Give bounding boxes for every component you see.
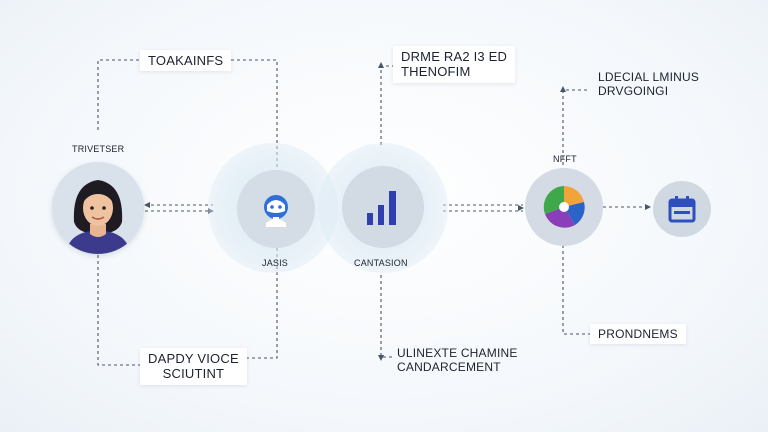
calendar-icon [668, 196, 696, 223]
connector-bottom-left [97, 255, 140, 366]
label-top-center: DRME RA2 I3 ED THENOFIM [393, 46, 516, 83]
label-top-right-line1: LDECIAL LMINUS [598, 70, 700, 84]
nfft-node[interactable] [525, 168, 603, 246]
label-bottom-right: PRONDNEMS [590, 324, 686, 345]
label-bottom-center-line1: ULINEXTE CHAMINE [397, 346, 518, 360]
connector-top-center [380, 65, 393, 145]
label-bottom-center: ULINEXTE CHAMINE CANDARCEMENT [397, 346, 518, 374]
connector-bottom-right [562, 245, 590, 335]
bar-chart-icon [367, 191, 396, 225]
nfft-caption: NFFT [553, 154, 577, 164]
label-bottom-left: DAPDY VIOCE SCIUTINT [140, 348, 247, 385]
person-avatar-icon [52, 162, 144, 254]
label-bottom-center-line2: CANDARCEMENT [397, 360, 501, 375]
avatar-caption: TRIVETSER [72, 144, 125, 154]
jasis-node[interactable] [237, 170, 315, 248]
label-top-left: TOAKAINFS [140, 50, 232, 72]
jasis-caption: JASIS [262, 258, 289, 268]
connector-bottom-center [380, 275, 393, 358]
label-top-right: LDECIAL LMINUS DRVGOINGI [598, 70, 699, 98]
connector-top-left [97, 59, 140, 130]
connector-bottom-left-right [240, 240, 278, 359]
label-top-center-line2: THENOFIM [401, 64, 471, 80]
avatar-node[interactable] [52, 162, 144, 254]
robot-assistant-icon [264, 195, 288, 227]
label-top-center-line1: DRME RA2 I3 ED [401, 49, 508, 64]
canvasion-node[interactable] [342, 166, 424, 248]
canvasion-caption: CANTASION [354, 258, 408, 268]
calendar-node[interactable] [653, 181, 711, 237]
label-top-right-line2: DRVGOINGI [598, 84, 669, 99]
label-bottom-left-line1: DAPDY VIOCE [148, 351, 239, 366]
label-bottom-left-line2: SCIUTINT [162, 366, 225, 382]
pie-chart-icon [543, 186, 585, 228]
